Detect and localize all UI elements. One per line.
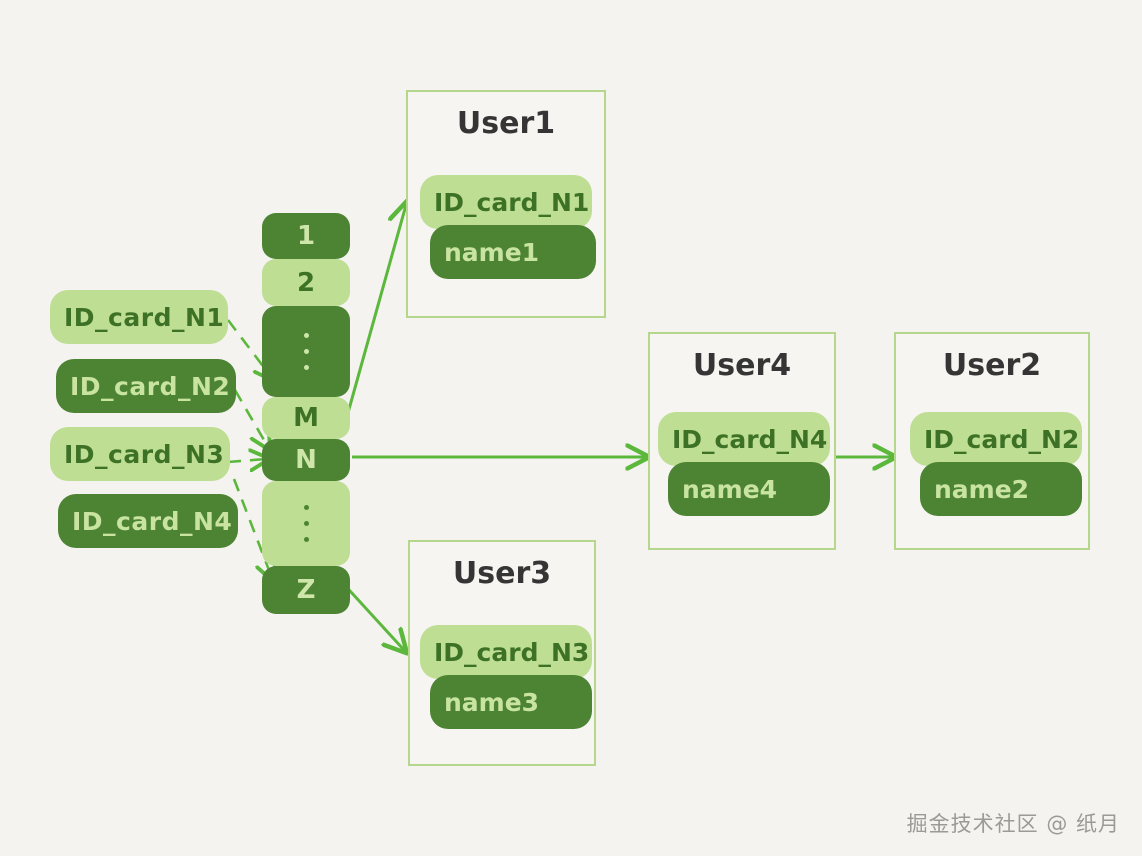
user-card-name-field[interactable]: name2: [920, 462, 1082, 516]
id-card-item[interactable]: ID_card_N4: [58, 494, 238, 548]
user-card-title: User4: [692, 348, 792, 383]
index-slot-2[interactable]: 2: [262, 259, 350, 306]
id-card-item[interactable]: ID_card_N1: [50, 290, 228, 344]
user-card-id-field[interactable]: ID_card_N2: [910, 412, 1082, 466]
watermark-text: 掘金技术社区 @ 纸月: [906, 812, 1120, 836]
user-card-id-field[interactable]: ID_card_N1: [420, 175, 592, 229]
id-card-item[interactable]: ID_card_N3: [50, 427, 230, 481]
user-card-title: User1: [456, 106, 556, 141]
arrow-index-to-user1: [344, 205, 406, 421]
user-card-name-field[interactable]: name4: [668, 462, 830, 516]
id-card-item[interactable]: ID_card_N2: [56, 359, 236, 413]
index-slot-n[interactable]: N: [262, 439, 350, 481]
user-card-title: User2: [942, 348, 1042, 383]
index-slot-z[interactable]: Z: [262, 566, 350, 614]
user-card-user2[interactable]: User2 ID_card_N2 name2: [894, 332, 1090, 550]
arrow-n3-to-index: [227, 459, 266, 462]
user-card-name-field[interactable]: name1: [430, 225, 596, 279]
index-slot-1[interactable]: 1: [262, 213, 350, 259]
user-card-user3[interactable]: User3 ID_card_N3 name3: [408, 540, 596, 766]
vertical-ellipsis-icon: [303, 481, 309, 566]
user-card-id-field[interactable]: ID_card_N4: [658, 412, 830, 466]
user-card-user1[interactable]: User1 ID_card_N1 name1: [406, 90, 606, 318]
index-slot-ellipsis-lower[interactable]: [262, 481, 350, 566]
index-slot-m[interactable]: M: [262, 397, 350, 439]
index-slot-ellipsis-upper[interactable]: [262, 306, 350, 397]
vertical-ellipsis-icon: [303, 306, 309, 397]
user-card-title: User3: [452, 556, 552, 591]
user-card-user4[interactable]: User4 ID_card_N4 name4: [648, 332, 836, 550]
user-card-id-field[interactable]: ID_card_N3: [420, 625, 592, 679]
user-card-name-field[interactable]: name3: [430, 675, 592, 729]
